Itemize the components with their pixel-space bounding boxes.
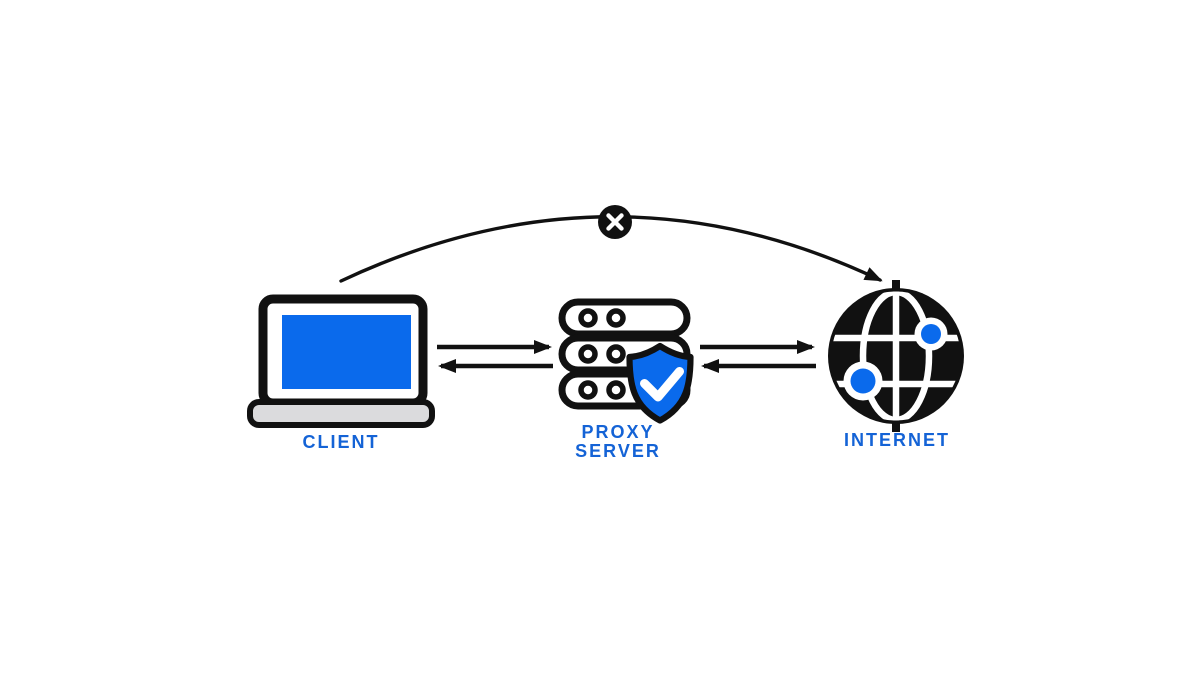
- proxy-label-line1: PROXY: [581, 422, 655, 442]
- blocked-x-badge: [598, 205, 632, 239]
- laptop-base: [247, 399, 435, 428]
- shield-check-icon: [626, 342, 694, 424]
- globe-icon: [828, 280, 964, 432]
- server-led-dot: [578, 380, 598, 400]
- globe-node-dot-lower: [843, 361, 883, 401]
- blocked-direct-connection: [339, 205, 883, 283]
- server-led-dot: [606, 380, 626, 400]
- proxy-internet-arrows: [700, 340, 816, 373]
- laptop-icon: [247, 294, 435, 428]
- node-dot: [921, 324, 941, 344]
- globe-meridian-sides: [859, 291, 933, 421]
- server-led-dot: [578, 344, 598, 364]
- internet-node-label: INTERNET: [844, 430, 950, 450]
- server-led-dot: [578, 308, 598, 328]
- x-icon: [606, 213, 624, 231]
- laptop-screen: [282, 315, 411, 389]
- client-proxy-arrows: [437, 340, 553, 373]
- node-dot: [850, 368, 876, 394]
- check-icon: [640, 367, 684, 402]
- client-node-label: CLIENT: [302, 432, 380, 452]
- server-led-dot: [606, 308, 626, 328]
- globe-node-dot-upper: [914, 317, 948, 351]
- proxy-node-label: PROXY SERVER: [575, 423, 661, 461]
- server-led-dot: [606, 344, 626, 364]
- shield-shape: [626, 342, 694, 424]
- server-icon: [558, 298, 694, 424]
- proxy-label-line2: SERVER: [575, 441, 661, 461]
